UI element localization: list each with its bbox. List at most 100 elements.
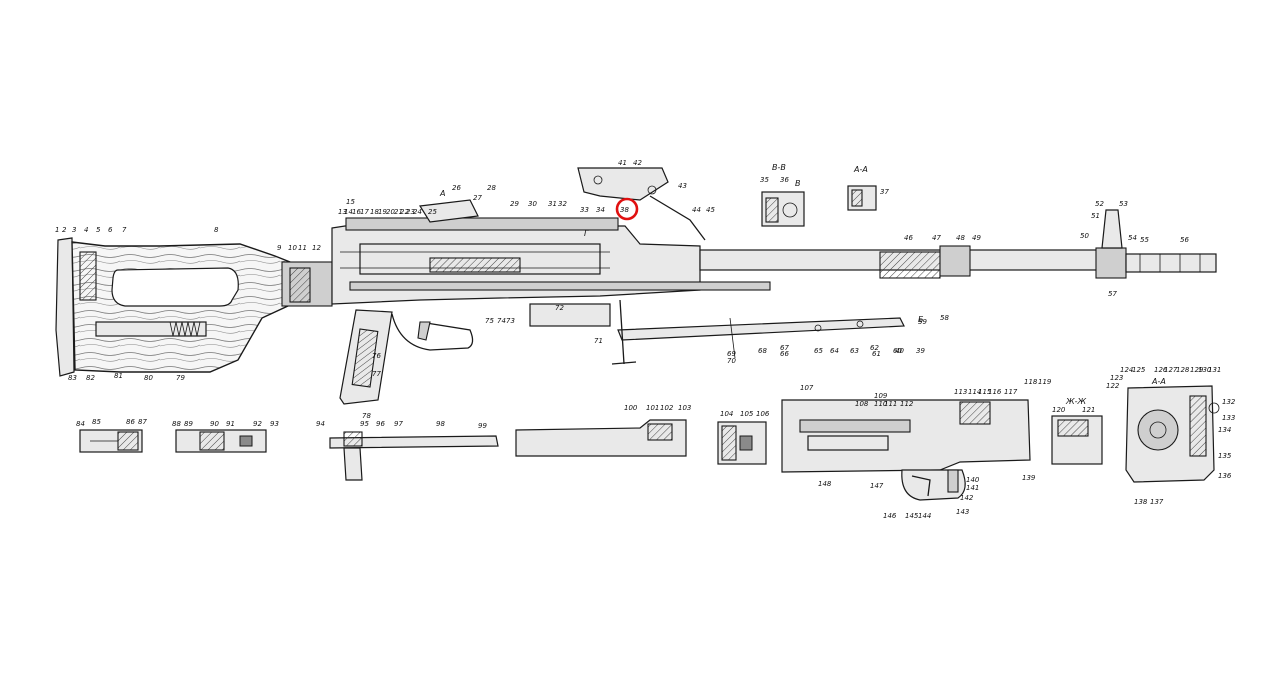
part-number-11: 11 [298,244,307,252]
receiver-cover [345,217,619,231]
part-number-123: 123 [1110,374,1123,382]
part-number-29: 29 [510,200,519,208]
part-number-142: 142 [960,494,974,502]
part-number-47: 47 [932,234,941,242]
part-number-132: 132 [1222,398,1236,406]
part-number-22: 22 [400,208,409,216]
part-number-102: 102 [660,404,674,412]
part-number-83: 83 [68,374,77,382]
detail-84-87 [79,429,143,453]
part-number-58: 58 [940,314,949,322]
part-number-37: 37 [880,188,889,196]
part-number-73: 73 [506,317,515,325]
butt-trap-spring [79,251,97,301]
part-number-56: 56 [1180,236,1189,244]
part-number-135: 135 [1218,452,1232,460]
part-number-76: 76 [372,352,381,360]
label-letter-v: В [795,179,801,188]
part-number-75: 75 [485,317,494,325]
front-sight-post [1101,209,1123,249]
detail-122-138 [1125,385,1220,483]
part-number-35: 35 [760,176,769,184]
part-number-133: 133 [1222,414,1235,422]
part-number-96: 96 [376,420,385,428]
part-number-74: 74 [497,317,506,325]
part-number-2: 2 [62,226,67,234]
part-number-10: 10 [288,244,297,252]
part-number-66: 66 [780,350,789,358]
detail-107-148 [781,399,1031,501]
detail-94-99 [329,431,499,481]
part-number-101: 101 [646,404,659,412]
part-number-57: 57 [1108,290,1117,298]
bipod-foot [611,361,637,365]
part-number-34: 34 [596,206,605,214]
part-number-50: 50 [1080,232,1089,240]
flash-hider [1125,253,1217,273]
part-number-138: 138 [1134,498,1148,506]
part-number-8: 8 [214,226,219,234]
carrying-handle [577,167,669,201]
lower-receiver-box [529,303,611,327]
part-number-54: 54 [1128,234,1137,242]
butt-spring [169,321,201,337]
part-number-98: 98 [436,420,445,428]
part-number-18: 18 [370,208,379,216]
part-number-88: 88 [172,420,181,428]
part-number-105: 105 [740,410,754,418]
part-number-103: 103 [678,404,691,412]
part-number-115: 115 [978,388,992,396]
part-number-130: 130 [1198,366,1212,374]
part-number-33: 33 [580,206,589,214]
part-number-41: 41 [618,159,627,167]
label-letter-b: Б [918,315,924,324]
part-number-69: 69 [727,350,736,358]
part-number-114: 114 [968,388,981,396]
part-number-118: 118 [1024,378,1038,386]
part-number-71: 71 [594,337,603,345]
part-number-30: 30 [528,200,537,208]
part-number-26: 26 [452,184,461,192]
part-number-104: 104 [720,410,733,418]
part-number-134: 134 [1218,426,1231,434]
part-number-127: 127 [1164,366,1178,374]
part-number-21: 21 [394,208,403,216]
part-number-112: 112 [900,400,914,408]
part-number-116: 116 [988,388,1002,396]
part-number-128: 128 [1176,366,1190,374]
butt-plate [55,237,75,377]
part-number-65: 65 [814,347,823,355]
trigger [417,321,431,341]
part-number-79: 79 [176,374,185,382]
part-number-27: 27 [473,194,482,202]
part-number-46: 46 [904,234,913,242]
part-number-68: 68 [758,347,767,355]
part-number-25: 25 [428,208,437,216]
detail-120-121 [1051,415,1103,465]
part-number-144: 144 [918,512,931,520]
part-number-95: 95 [360,420,369,428]
part-number-42: 42 [633,159,642,167]
part-number-126: 126 [1154,366,1168,374]
part-number-51: 51 [1091,212,1100,220]
part-number-99: 99 [478,422,487,430]
part-number-24: 24 [413,208,422,216]
part-number-91: 91 [226,420,235,428]
part-number-108: 108 [855,400,869,408]
part-number-16: 16 [352,208,361,216]
part-number-61: 61 [872,350,881,358]
part-number-48: 48 [956,234,965,242]
part-number-77: 77 [372,370,381,378]
buttstock [71,241,291,373]
part-number-94: 94 [316,420,325,428]
part-number-32: 32 [558,200,567,208]
detail-104-106 [717,421,767,465]
bipod-strut [619,299,625,365]
label-a-a-right: А-А [1151,377,1166,386]
part-number-49: 49 [972,234,981,242]
part-number-136: 136 [1218,472,1232,480]
trigger-guard [391,313,474,351]
